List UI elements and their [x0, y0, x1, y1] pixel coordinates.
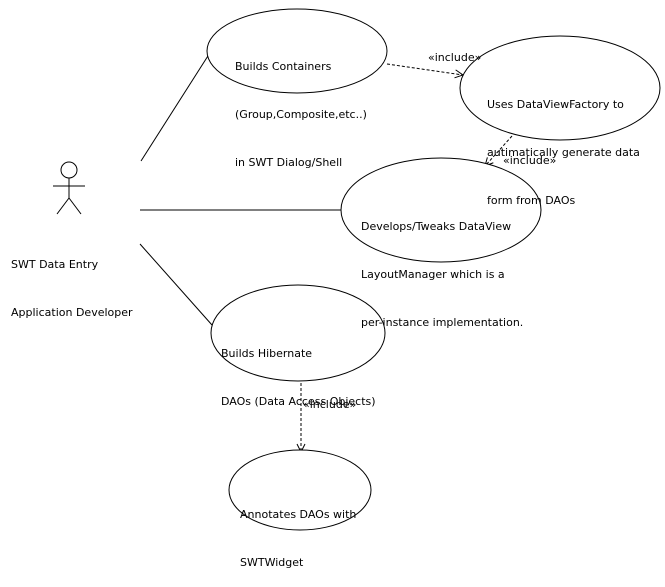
usecase-text-line: Builds Hibernate: [221, 347, 313, 360]
usecase-text-line: form from DAOs: [487, 194, 576, 207]
usecase-builds-hibernate-daos-label: Builds Hibernate DAOs (Data Access Objec…: [221, 314, 376, 426]
usecase-develops-layoutmanager-label: Develops/Tweaks DataView LayoutManager w…: [361, 187, 523, 347]
actor-head: [60, 161, 78, 179]
association-builds-hibernate-daos: [139, 243, 213, 326]
usecase-text-line: Uses DataViewFactory to: [487, 98, 624, 111]
actor-name: SWT Data Entry Application Developer: [11, 225, 133, 337]
use-case-diagram: [53, 8, 661, 531]
actor-figure: [53, 161, 85, 215]
usecase-builds-containers-label: Builds Containers (Group,Composite,etc..…: [235, 27, 367, 187]
usecase-text-line: in SWT Dialog/Shell: [235, 156, 343, 169]
include-arrow-2: [485, 135, 513, 166]
actor-right-leg: [68, 197, 82, 215]
usecase-text-line: Annotates DAOs with: [240, 508, 357, 521]
usecase-uses-dataviewfactory: [459, 35, 661, 141]
usecase-text-line: Develops/Tweaks DataView: [361, 220, 512, 233]
actor-name-line-1: SWT Data Entry: [11, 258, 99, 271]
actor-name-line-2: Application Developer: [11, 306, 133, 319]
include-arrow-1: [386, 63, 463, 75]
usecase-develops-layoutmanager: [340, 157, 542, 263]
association-builds-containers: [140, 47, 214, 162]
actor-left-leg: [56, 197, 70, 215]
usecase-text-line: (Group,Composite,etc..): [235, 108, 367, 121]
usecase-text-line: per-instance implementation.: [361, 316, 524, 329]
usecase-uses-dataviewfactory-label: Uses DataViewFactory to autimatically ge…: [487, 65, 640, 225]
include-label-2: «include»: [503, 154, 557, 167]
include-label-1: «include»: [428, 51, 482, 64]
usecase-text-line: DAOs (Data Access Objects): [221, 395, 376, 408]
usecase-text-line: Builds Containers: [235, 60, 332, 73]
usecase-annotates-daos-label: Annotates DAOs with SWTWidget: [240, 475, 356, 587]
usecase-builds-hibernate-daos: [210, 284, 386, 382]
usecase-builds-containers: [206, 8, 388, 94]
usecase-annotates-daos: [228, 449, 372, 531]
usecase-text-line: autimatically generate data: [487, 146, 640, 159]
usecase-text-line: SWTWidget: [240, 556, 304, 569]
include-label-3: «include»: [303, 398, 357, 411]
usecase-text-line: LayoutManager which is a: [361, 268, 505, 281]
